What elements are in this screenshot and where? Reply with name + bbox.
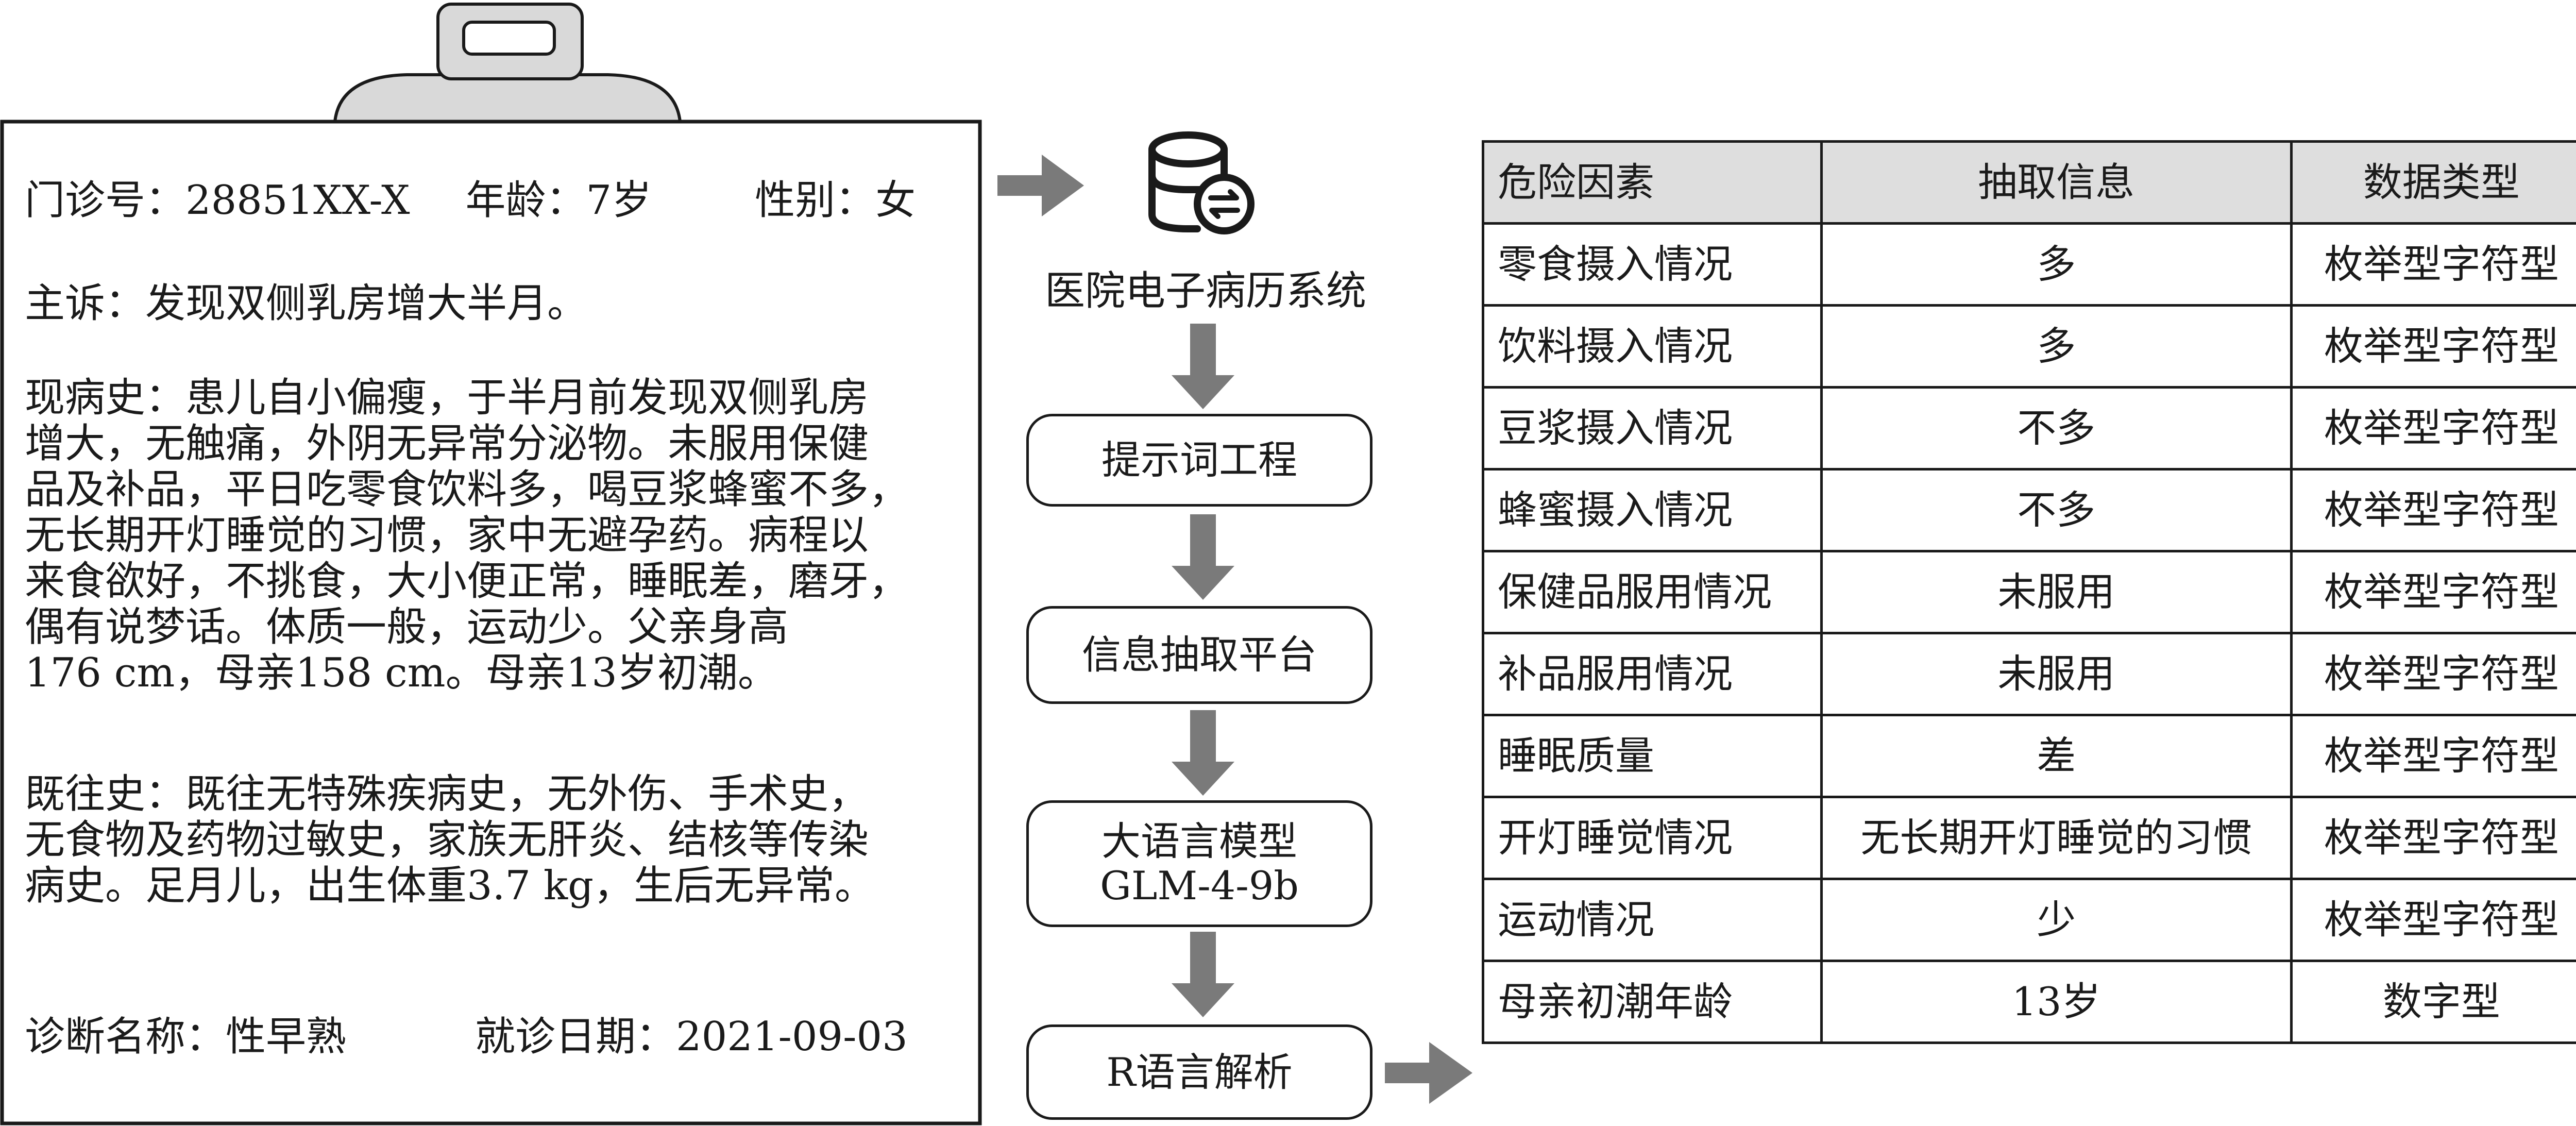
cell-risk-factor: 保健品服用情况 xyxy=(1482,550,1823,634)
past-history: 既往史：既往无特殊疾病史，无外伤、手术史， 无食物及药物过敏史，家族无肝炎、结核… xyxy=(25,771,968,909)
present-history-line: 偶有说梦话。体质一般，运动少。父亲身高 xyxy=(25,604,789,650)
table-row: 蜂蜜摄入情况不多枚举型字符型 xyxy=(1482,468,2576,552)
clipboard-handle-slot xyxy=(462,21,556,56)
past-history-line: 无食物及药物过敏史，家族无肝炎、结核等传染 xyxy=(25,817,869,863)
cell-data-type: 枚举型字符型 xyxy=(2290,304,2576,389)
record-footer: 诊断名称：性早熟 就诊日期：2021-09-03 xyxy=(25,1014,968,1060)
cell-risk-factor: 豆浆摄入情况 xyxy=(1482,386,1823,470)
cell-extracted-info: 无长期开灯睡觉的习惯 xyxy=(1820,796,2293,880)
present-history-line: 增大，无触痛，外阴无异常分泌物。未服用保健 xyxy=(25,421,869,467)
cell-risk-factor: 补品服用情况 xyxy=(1482,632,1823,716)
cell-extracted-info: 少 xyxy=(1820,878,2293,962)
table-row: 零食摄入情况多枚举型字符型 xyxy=(1482,222,2576,307)
database-sync-icon xyxy=(1148,131,1255,234)
clipboard-frame xyxy=(0,3,982,1125)
table-header-row: 危险因素 抽取信息 数据类型 xyxy=(1482,140,2576,225)
past-history-line: 既往史：既往无特殊疾病史，无外伤、手术史， xyxy=(25,771,869,817)
cell-data-type: 枚举型字符型 xyxy=(2290,878,2576,962)
table-row: 补品服用情况未服用枚举型字符型 xyxy=(1482,632,2576,716)
step-extraction-platform: 信息抽取平台 xyxy=(1026,606,1372,704)
cell-extracted-info: 多 xyxy=(1820,304,2293,389)
cell-extracted-info: 未服用 xyxy=(1820,550,2293,634)
present-history-line: 现病史：患儿自小偏瘦，于半月前发现双侧乳房 xyxy=(25,375,869,421)
cell-risk-factor: 饮料摄入情况 xyxy=(1482,304,1823,389)
present-history-line: 来食欲好，不挑食，大小便正常，睡眠差，磨牙， xyxy=(25,558,909,604)
cell-data-type: 枚举型字符型 xyxy=(2290,222,2576,307)
present-history: 现病史：患儿自小偏瘦，于半月前发现双侧乳房 增大，无触痛，外阴无异常分泌物。未服… xyxy=(25,375,968,696)
cell-risk-factor: 母亲初潮年龄 xyxy=(1482,960,1823,1044)
database-label: 医院电子病历系统 xyxy=(1044,268,1366,314)
header-extracted-info: 抽取信息 xyxy=(1820,140,2293,225)
cell-extracted-info: 不多 xyxy=(1820,386,2293,470)
step-label: 大语言模型 xyxy=(1101,818,1297,864)
table-row: 豆浆摄入情况不多枚举型字符型 xyxy=(1482,386,2576,470)
cell-data-type: 枚举型字符型 xyxy=(2290,796,2576,880)
record-header: 门诊号：28851XX-X 年龄：7岁 性别：女 xyxy=(25,178,968,224)
step-prompt-engineering: 提示词工程 xyxy=(1026,414,1372,507)
table-row: 开灯睡觉情况无长期开灯睡觉的习惯枚举型字符型 xyxy=(1482,796,2576,880)
present-history-line: 176 cm，母亲158 cm。母亲13岁初潮。 xyxy=(25,650,778,696)
cell-risk-factor: 零食摄入情况 xyxy=(1482,222,1823,307)
step-sublabel: GLM-4-9b xyxy=(1100,863,1299,909)
step-label: R语言解析 xyxy=(1106,1049,1293,1095)
cell-extracted-info: 多 xyxy=(1820,222,2293,307)
cell-data-type: 枚举型字符型 xyxy=(2290,632,2576,716)
step-llm-model: 大语言模型 GLM-4-9b xyxy=(1026,800,1372,927)
arrow-down-2 xyxy=(1172,514,1234,600)
cell-data-type: 枚举型字符型 xyxy=(2290,468,2576,552)
table-row: 运动情况少枚举型字符型 xyxy=(1482,878,2576,962)
arrow-down-3 xyxy=(1172,710,1234,796)
cell-data-type: 枚举型字符型 xyxy=(2290,550,2576,634)
clipboard-clip xyxy=(333,73,682,123)
patient-sex: 性别：女 xyxy=(755,177,916,224)
table-row: 睡眠质量差枚举型字符型 xyxy=(1482,714,2576,798)
present-history-line: 品及补品，平日吃零食饮料多，喝豆浆蜂蜜不多， xyxy=(25,466,909,513)
cell-extracted-info: 未服用 xyxy=(1820,632,2293,716)
cell-data-type: 枚举型字符型 xyxy=(2290,386,2576,470)
present-history-line: 无长期开灯睡觉的习惯，家中无避孕药。病程以 xyxy=(25,512,869,559)
chief-complaint: 主诉：发现双侧乳房增大半月。 xyxy=(25,280,588,327)
step-r-parsing: R语言解析 xyxy=(1026,1024,1372,1120)
table-row: 饮料摄入情况多枚举型字符型 xyxy=(1482,304,2576,389)
cell-extracted-info: 13岁 xyxy=(1820,960,2293,1044)
diagnosis-name: 诊断名称：性早熟 xyxy=(25,1014,347,1060)
cell-extracted-info: 差 xyxy=(1820,714,2293,798)
cell-risk-factor: 蜂蜜摄入情况 xyxy=(1482,468,1823,552)
table-row: 保健品服用情况未服用枚举型字符型 xyxy=(1482,550,2576,634)
arrow-down-4 xyxy=(1172,932,1234,1017)
cell-data-type: 枚举型字符型 xyxy=(2290,714,2576,798)
past-history-line: 病史。足月儿，出生体重3.7 kg，生后无异常。 xyxy=(25,863,875,909)
arrow-parse-to-table xyxy=(1385,1042,1472,1104)
header-data-type: 数据类型 xyxy=(2290,140,2576,225)
step-label: 提示词工程 xyxy=(1101,437,1297,483)
patient-age: 年龄：7岁 xyxy=(465,177,652,224)
outpatient-number: 门诊号：28851XX-X xyxy=(25,177,410,224)
cell-risk-factor: 开灯睡觉情况 xyxy=(1482,796,1823,880)
arrow-down-1 xyxy=(1172,324,1234,409)
cell-data-type: 数字型 xyxy=(2290,960,2576,1044)
cell-risk-factor: 睡眠质量 xyxy=(1482,714,1823,798)
risk-factor-table: 危险因素 抽取信息 数据类型 零食摄入情况多枚举型字符型饮料摄入情况多枚举型字符… xyxy=(1482,140,2576,1044)
visit-date: 就诊日期：2021-09-03 xyxy=(475,1014,908,1060)
header-risk-factor: 危险因素 xyxy=(1482,140,1823,225)
arrow-record-to-database xyxy=(997,155,1084,216)
cell-risk-factor: 运动情况 xyxy=(1482,878,1823,962)
step-label: 信息抽取平台 xyxy=(1082,632,1317,678)
record-paper xyxy=(0,120,982,1125)
cell-extracted-info: 不多 xyxy=(1820,468,2293,552)
